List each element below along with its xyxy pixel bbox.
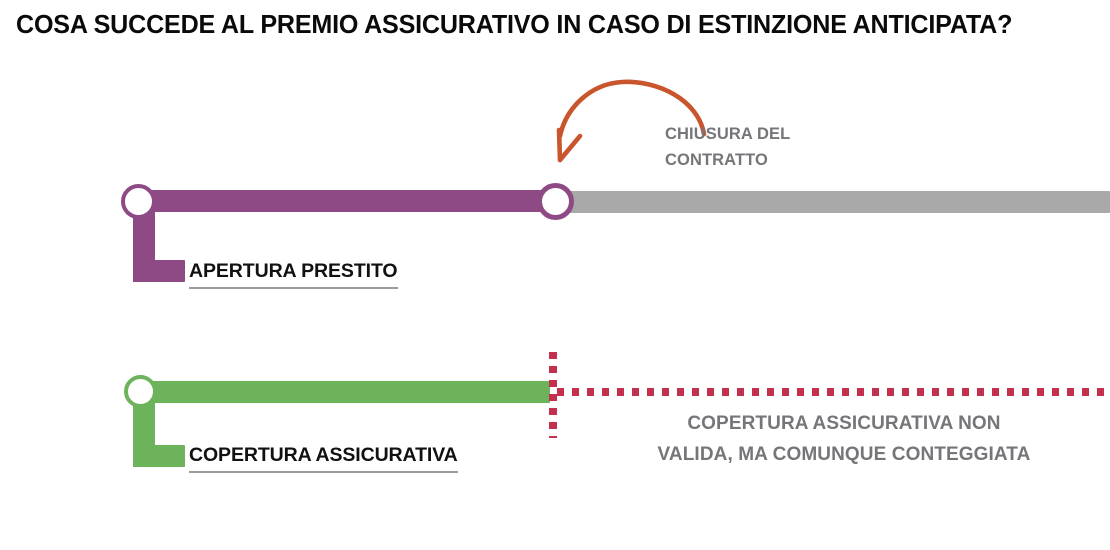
annotation-copertura-line2: VALIDA, MA COMUNQUE CONTEGGIATA — [657, 444, 1031, 465]
annotation-copertura-line1: COPERTURA ASSICURATIVA NON — [687, 413, 1001, 434]
loan-timeline-bar — [133, 190, 557, 212]
label-copertura-assicurativa: COPERTURA ASSICURATIVA — [189, 444, 458, 473]
circle-marker-icon-apertura — [121, 184, 156, 219]
loan-label-connector-foot — [133, 260, 185, 282]
insurance-label-connector-foot — [133, 445, 185, 467]
annotation-chiusura-line1: CHIUSURA DEL — [665, 125, 791, 143]
dotted-divider-vertical — [549, 352, 557, 438]
dotted-continuation-horizontal — [557, 388, 1110, 396]
page-title: COSA SUCCEDE AL PREMIO ASSICURATIVO IN C… — [16, 11, 1013, 39]
insurance-timeline-bar — [133, 381, 550, 403]
label-apertura-prestito: APERTURA PRESTITO — [189, 260, 398, 289]
annotation-chiusura-line2: CONTRATTO — [665, 151, 768, 169]
circle-marker-icon-chiusura — [537, 183, 574, 220]
curved-arrow-icon — [556, 79, 707, 163]
circle-marker-icon-copertura — [124, 375, 157, 408]
annotation-chiusura-contratto: CHIUSURA DEL CONTRATTO — [665, 121, 995, 173]
annotation-copertura-non-valida: COPERTURA ASSICURATIVA NON VALIDA, MA CO… — [578, 408, 1110, 470]
loan-continuation-bar — [555, 191, 1110, 213]
